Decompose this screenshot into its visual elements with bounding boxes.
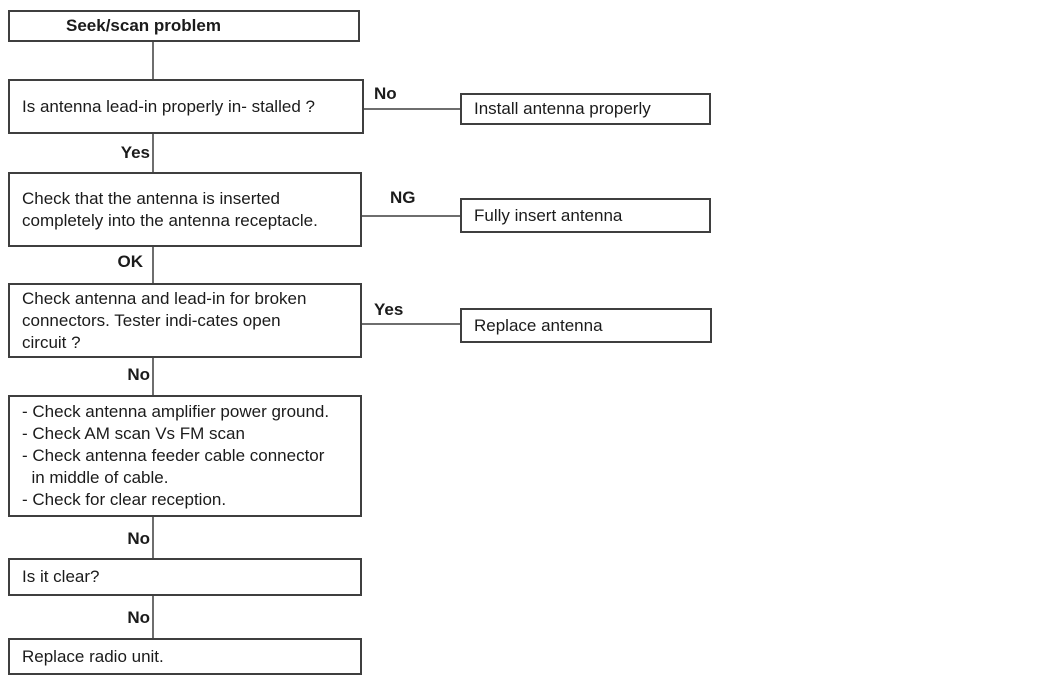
- node-checklist-item: in middle of cable.: [22, 468, 169, 487]
- connector-q1-to-q2-line: [152, 134, 154, 172]
- node-check-broken-connectors: Check antenna and lead-in for broken con…: [8, 283, 362, 358]
- node-check-antenna-inserted: Check that the antenna is inserted compl…: [8, 172, 362, 247]
- connector-q3-to-replace-antenna-line: [362, 323, 460, 325]
- node-question-is-it-clear: Is it clear?: [8, 558, 362, 596]
- node-action-replace-radio-unit-label: Replace radio unit.: [22, 646, 164, 666]
- connector-q4-to-end-line: [152, 596, 154, 638]
- node-checklist-item: - Check for clear reception.: [22, 490, 227, 509]
- node-action-replace-antenna: Replace antenna: [460, 308, 712, 343]
- edge-label-yes: Yes: [120, 143, 150, 162]
- node-action-fully-insert-antenna: Fully insert antenna: [460, 198, 711, 233]
- node-action-fully-insert-antenna-label: Fully insert antenna: [474, 205, 623, 225]
- edge-label-ng: NG: [390, 188, 416, 207]
- connector-q1-to-install-line: [364, 108, 460, 110]
- connector-q3-to-checklist-line: [152, 358, 154, 395]
- node-action-install-antenna-label: Install antenna properly: [474, 99, 651, 118]
- node-checklist-item: - Check AM scan Vs FM scan: [22, 424, 245, 443]
- node-start-seek-scan-problem: Seek/scan problem: [8, 10, 360, 42]
- node-action-install-antenna: Install antenna properly: [460, 93, 711, 125]
- node-check-broken-connectors-line: circuit ?: [22, 332, 81, 352]
- node-check-antenna-inserted-line: Check that the antenna is inserted: [22, 188, 280, 208]
- node-checklist: - Check antenna amplifier power ground. …: [8, 395, 362, 517]
- node-question-antenna-leadin-label: Is antenna lead-in properly in- stalled …: [22, 96, 315, 116]
- connector-q2-to-q3-line: [152, 247, 154, 283]
- node-question-is-it-clear-label: Is it clear?: [22, 567, 100, 586]
- edge-label-no: No: [127, 365, 150, 384]
- node-start-label: Seek/scan problem: [66, 16, 221, 35]
- node-check-antenna-inserted-line: completely into the antenna receptacle.: [22, 210, 318, 230]
- node-checklist-item: - Check antenna feeder cable connector: [22, 446, 325, 465]
- node-action-replace-radio-unit: Replace radio unit.: [8, 638, 362, 675]
- node-action-replace-antenna-label: Replace antenna: [474, 315, 603, 335]
- connector-q2-to-fully-insert-line: [362, 215, 460, 217]
- node-question-antenna-leadin: Is antenna lead-in properly in- stalled …: [8, 79, 364, 134]
- node-checklist-item: - Check antenna amplifier power ground.: [22, 402, 330, 421]
- node-check-broken-connectors-line: connectors. Tester indi-cates open: [22, 310, 281, 330]
- edge-label-no: No: [374, 84, 397, 103]
- edge-label-no: No: [127, 608, 150, 627]
- edge-label-ok: OK: [117, 252, 144, 271]
- edge-label-no: No: [127, 529, 150, 548]
- connector-start-to-q1-line: [152, 42, 154, 79]
- edge-label-yes: Yes: [374, 300, 404, 319]
- connector-checklist-to-q4-line: [152, 517, 154, 558]
- node-check-broken-connectors-line: Check antenna and lead-in for broken: [22, 288, 307, 308]
